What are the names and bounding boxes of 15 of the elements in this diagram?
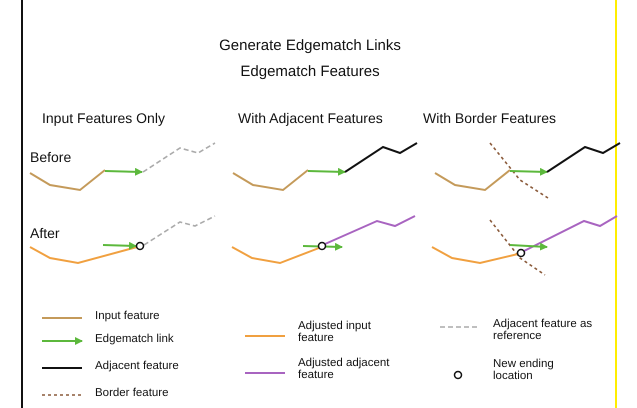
row-label: Before (30, 149, 72, 165)
diagram-title: Generate Edgematch Links (218, 37, 402, 54)
legend-label: Adjusted input feature (298, 320, 372, 344)
legend-label: Adjusted adjacent feature (298, 357, 390, 381)
diagram-subtitle: Edgematch Features (239, 63, 381, 80)
legend-label: Border feature (95, 387, 169, 399)
column-heading: With Adjacent Features (238, 110, 383, 126)
legend-label: Edgematch link (95, 333, 174, 345)
column-heading: Input Features Only (42, 110, 165, 126)
legend-label: Adjacent feature as reference (493, 318, 594, 342)
legend-label: New ending location (493, 358, 555, 382)
legend-label: Adjacent feature (95, 360, 179, 372)
row-label: After (30, 225, 60, 241)
column-heading: With Border Features (423, 110, 556, 126)
legend-label: Input feature (95, 310, 160, 322)
